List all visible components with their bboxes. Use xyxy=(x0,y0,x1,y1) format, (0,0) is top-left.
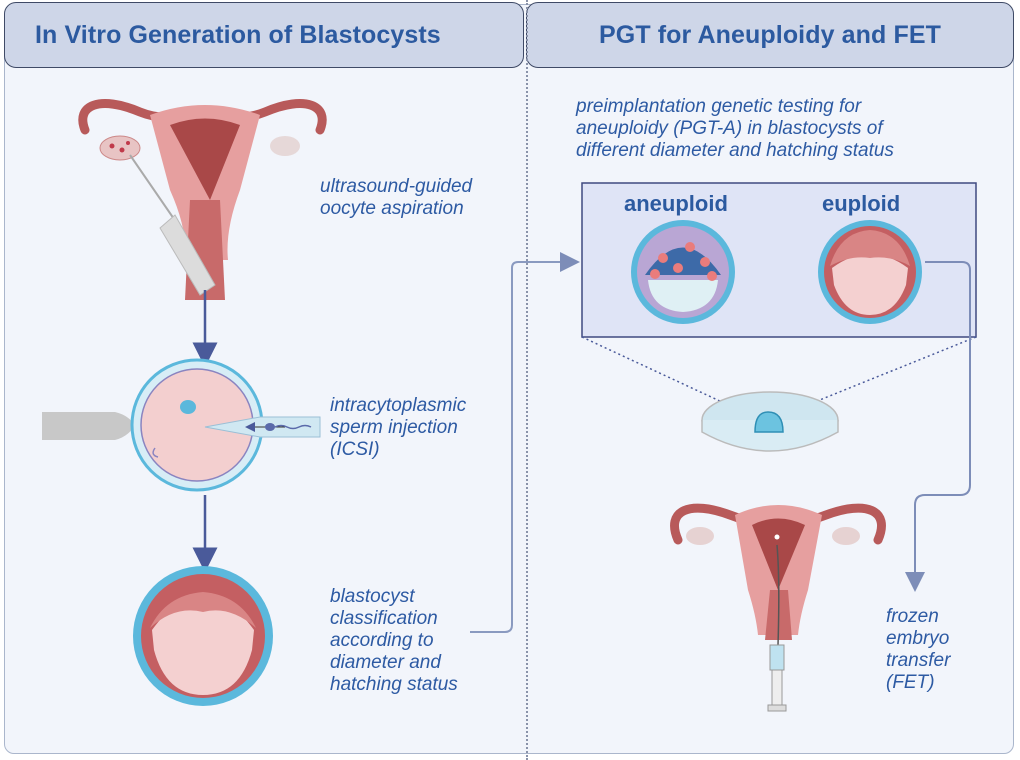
blastocyst-illustration xyxy=(133,566,273,706)
uterus-aspiration-illustration xyxy=(78,99,327,300)
panel-header-pgt: PGT for Aneuploidy and FET xyxy=(526,2,1014,68)
caption-oocyte-aspiration: ultrasound-guided oocyte aspiration xyxy=(320,176,473,219)
caption-fet: frozen embryo transfer (FET) xyxy=(886,606,951,693)
aneuploid-blastocyst xyxy=(631,220,735,324)
panel-title-in-vitro: In Vitro Generation of Blastocysts xyxy=(35,20,441,49)
caption-blastocyst-classification: blastocyst classification according to d… xyxy=(330,586,458,695)
petri-dish-illustration xyxy=(701,391,839,452)
icsi-illustration xyxy=(42,358,321,492)
connector-to-fet xyxy=(905,261,971,592)
uterus-transfer-illustration xyxy=(670,503,886,712)
panel-divider xyxy=(526,0,528,760)
panel-title-pgt: PGT for Aneuploidy and FET xyxy=(599,20,941,49)
panel-header-in-vitro: In Vitro Generation of Blastocysts xyxy=(4,2,524,68)
euploid-blastocyst xyxy=(818,220,922,324)
label-aneuploid: aneuploid xyxy=(624,191,728,216)
caption-pgt-a: preimplantation genetic testing for aneu… xyxy=(576,96,894,161)
label-euploid: euploid xyxy=(822,191,901,216)
caption-icsi: intracytoplasmic sperm injection (ICSI) xyxy=(330,395,467,460)
connector-to-pgt xyxy=(470,252,580,633)
